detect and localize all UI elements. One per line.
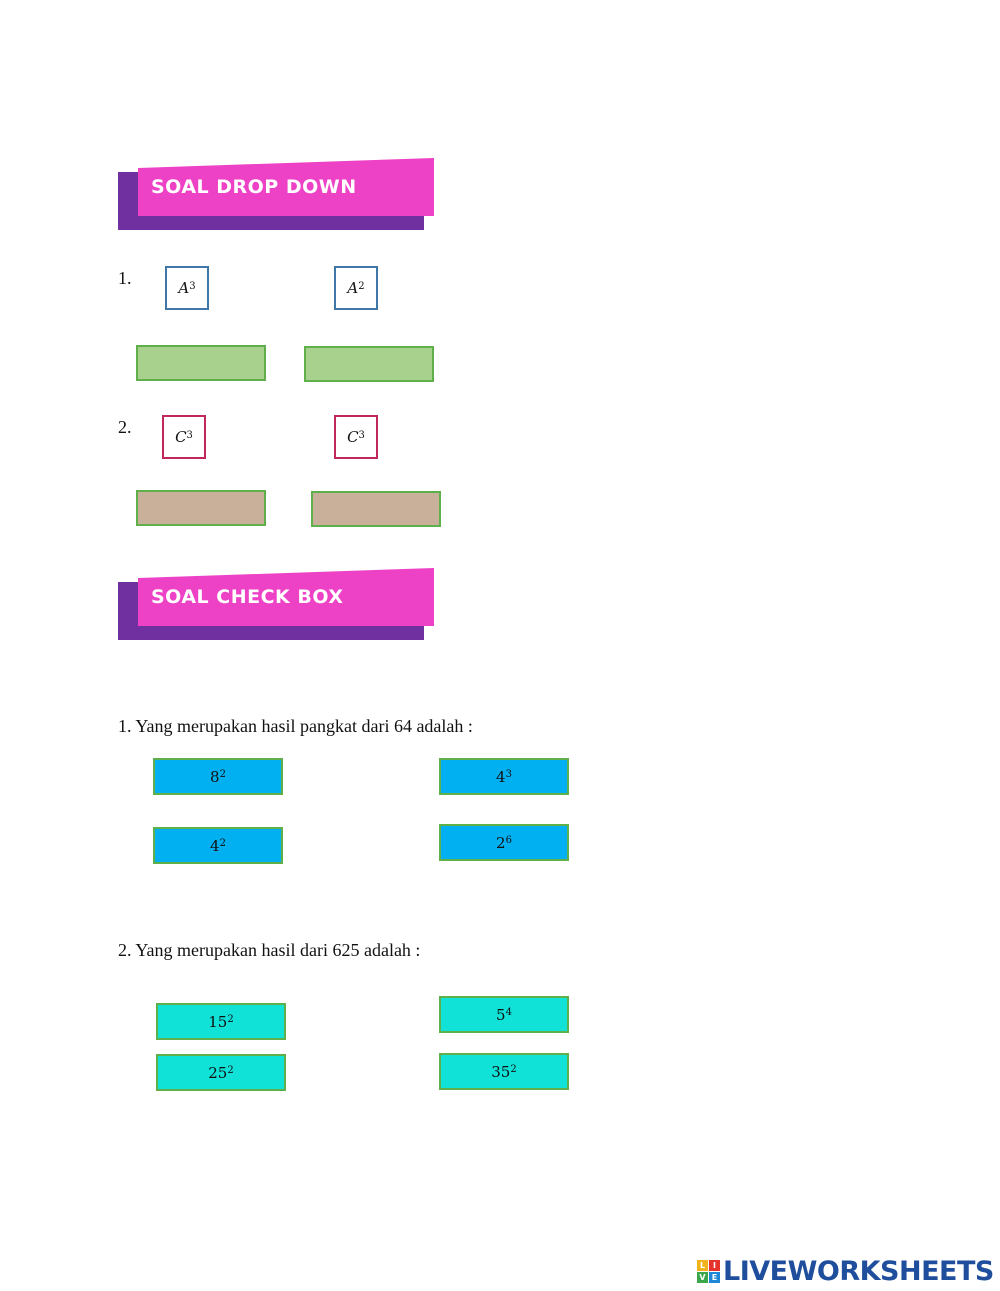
term-base: A xyxy=(347,279,359,297)
answer-dropdown[interactable] xyxy=(311,491,441,527)
logo-mark-letter: L xyxy=(697,1260,708,1271)
option-base: 5 xyxy=(496,1005,506,1024)
option-exponent: 2 xyxy=(219,769,226,780)
option-exponent: 3 xyxy=(505,769,512,780)
option-base: 15 xyxy=(208,1012,228,1031)
option-base: 2 xyxy=(496,833,506,852)
question-text: 1. Yang merupakan hasil pangkat dari 64 … xyxy=(118,716,473,736)
option-base: 8 xyxy=(210,767,220,786)
option-exponent: 2 xyxy=(227,1065,234,1076)
logo-mark-icon: L I V E xyxy=(697,1260,720,1283)
answer-dropdown[interactable] xyxy=(304,346,434,382)
section-title: SOAL CHECK BOX xyxy=(151,586,344,608)
term-exponent: 2 xyxy=(358,280,365,292)
term-base: C xyxy=(175,428,187,446)
option-base: 25 xyxy=(208,1063,228,1082)
term-base: A xyxy=(178,279,190,297)
option-exponent: 2 xyxy=(219,838,226,849)
logo-mark-letter: I xyxy=(709,1260,720,1271)
option-exponent: 2 xyxy=(510,1064,517,1075)
option-base: 35 xyxy=(491,1062,511,1081)
liveworksheets-logo: L I V E LIVEWORKSHEETS xyxy=(697,1256,994,1287)
question-number: 1. xyxy=(118,268,132,288)
term-exponent: 3 xyxy=(189,280,196,292)
banner-ribbon xyxy=(138,568,434,626)
question-number: 2. xyxy=(118,417,132,437)
answer-dropdown[interactable] xyxy=(136,345,266,381)
section-banner-checkbox: SOAL CHECK BOX xyxy=(118,568,438,648)
term-exponent: 3 xyxy=(186,429,193,441)
banner-ribbon xyxy=(138,158,434,216)
term-base: C xyxy=(347,428,359,446)
option-base: 4 xyxy=(496,767,506,786)
answer-dropdown[interactable] xyxy=(136,490,266,526)
option-exponent: 6 xyxy=(505,835,512,846)
logo-mark-letter: V xyxy=(697,1272,708,1283)
option-exponent: 4 xyxy=(505,1007,512,1018)
option-base: 4 xyxy=(210,836,220,855)
question-text: 2. Yang merupakan hasil dari 625 adalah … xyxy=(118,940,421,960)
logo-text: LIVEWORKSHEETS xyxy=(723,1256,994,1287)
section-title: SOAL DROP DOWN xyxy=(151,176,357,198)
section-banner-dropdown: SOAL DROP DOWN xyxy=(118,158,438,238)
option-exponent: 2 xyxy=(227,1014,234,1025)
logo-mark-letter: E xyxy=(709,1272,720,1283)
term-exponent: 3 xyxy=(358,429,365,441)
